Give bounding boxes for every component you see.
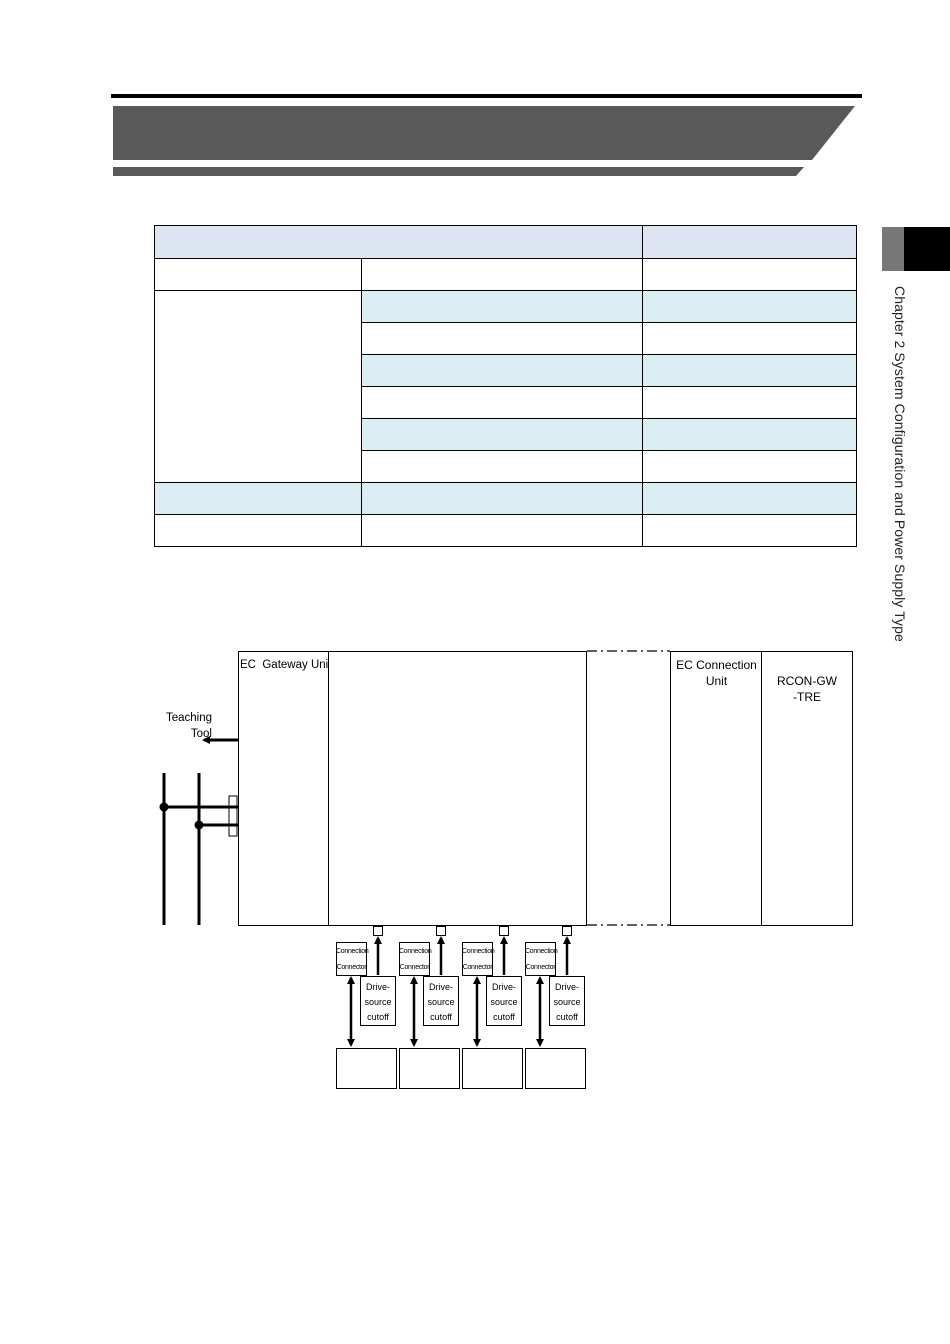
table-cell [642,354,857,387]
table-cell [642,418,857,451]
table-cell [642,290,857,323]
drive-source-cutoff-label: Drive- source cutoff [490,982,518,1022]
table-header-cell [642,225,857,259]
connection-connector-label: Connection Connector [525,948,558,971]
drive-source-cutoff-label: Drive- source cutoff [427,982,455,1022]
connection-connector-label: Connection Connector [336,948,369,971]
chapter-header-banner [111,94,862,176]
specification-table [154,225,857,547]
connection-connector-box [336,942,367,976]
table-row [155,386,857,419]
table-cell [154,258,362,291]
drive-source-cutoff-label: Drive- source cutoff [364,982,392,1022]
ec-connection-unit-label: EC Connection Unit [676,658,757,688]
connection-connector-box [399,942,430,976]
connection-connector-label: Connection Connector [462,948,495,971]
connector-terminal [373,926,383,936]
ec-connection-unit-box [670,651,763,926]
table-cell [361,258,643,291]
table-row [154,514,857,547]
slot-arrows [347,936,571,1047]
table-cell [361,290,643,323]
axis-device-box [336,1048,397,1089]
drive-source-cutoff-label: Drive- source cutoff [553,982,581,1022]
table-cell [361,354,643,387]
axis-device-box [399,1048,460,1089]
axis-device-box [525,1048,586,1089]
drive-source-cutoff-box [423,976,459,1026]
table-cell [642,514,857,547]
ec-gateway-unit-box [238,651,330,926]
chapter-side-title: Chapter 2 System Configuration and Power… [892,286,908,642]
connector-terminal [499,926,509,936]
rcon-gw-tre-box [761,651,853,926]
ec-gateway-unit-label: EC Gateway Unit [240,659,332,671]
axis-units-box [328,651,587,926]
connector-terminal [562,926,572,936]
connector-terminal [436,926,446,936]
chapter-tab-gray [882,227,904,271]
table-row [155,354,857,387]
teaching-tool-label: Teaching Tool [165,712,212,740]
table-cell [642,386,857,419]
table-cell [154,482,362,515]
drive-source-cutoff-box [486,976,522,1026]
drive-source-cutoff-box [360,976,396,1026]
axis-device-box [462,1048,523,1089]
table-row [154,290,857,483]
table-cell [642,482,857,515]
connection-connector-box [525,942,556,976]
table-cell [642,258,857,291]
connection-connector-box [462,942,493,976]
drive-source-cutoff-box [549,976,585,1026]
table-cell [361,322,643,355]
table-cell [154,514,362,547]
table-row [155,418,857,451]
table-cell [361,386,643,419]
connection-connector-label: Connection Connector [399,948,432,971]
table-cell [361,418,643,451]
table-row [155,322,857,355]
rcon-gw-tre-label: RCON-GW -TRE [777,674,837,704]
chapter-tab-black [904,227,950,271]
table-cell-merged [154,290,362,483]
table-cell [361,514,643,547]
table-row [154,258,857,291]
